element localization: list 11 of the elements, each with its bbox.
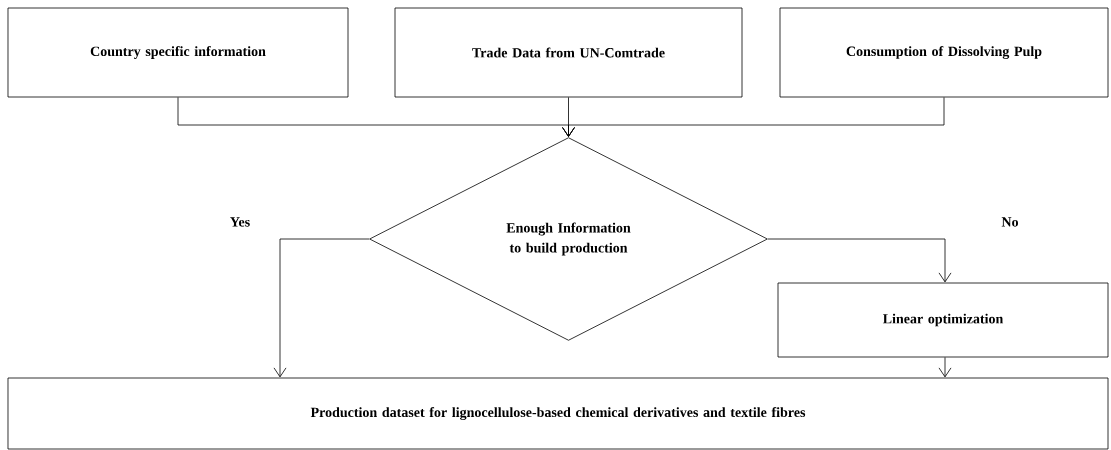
arrow — [273, 238, 370, 378]
process-box: Production dataset for lignocellulose-based chemical derivatives and textile fibres — [7, 377, 1109, 450]
arrow — [938, 357, 952, 378]
edge-label: No — [999, 215, 1021, 229]
arrow — [767, 238, 952, 283]
process-box: Consumption of Dissolving Pulp — [779, 7, 1109, 98]
process-box: Linear optimization — [777, 282, 1109, 358]
process-box: Trade Data from UN-Comtrade — [394, 7, 743, 98]
arrow — [562, 97, 945, 137]
edge-label: Yes — [227, 215, 253, 229]
process-box: Country specific information — [7, 7, 349, 98]
